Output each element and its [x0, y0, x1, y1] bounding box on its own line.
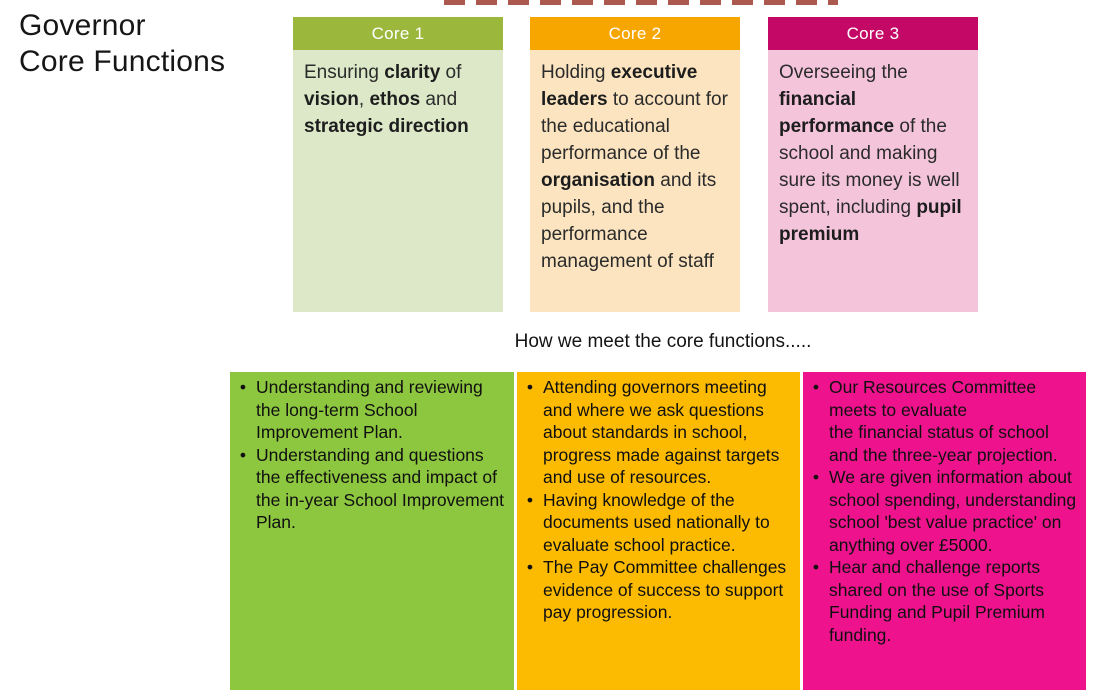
- meet-box-core3: • Our Resources Committee meets to evalua…: [803, 372, 1086, 690]
- section-subtitle: How we meet the core functions.....: [514, 331, 812, 352]
- list-item: • We are given information about school s…: [803, 466, 1086, 556]
- core-2-card: Core 2 Holding executive leaders to acco…: [530, 17, 740, 312]
- bullet-icon: •: [526, 489, 534, 510]
- core-3-body: Overseeing the financial performance of …: [768, 50, 978, 312]
- core-1-header: Core 1: [293, 17, 503, 50]
- bullet-icon: •: [526, 557, 534, 577]
- core-1-card: Core 1 Ensuring clarity of vision, ethos…: [293, 17, 503, 312]
- list-item: • Having knowledge of the documents used …: [517, 489, 800, 557]
- bullet-text: Our Resources Committee meets to evaluat…: [829, 377, 1058, 465]
- bullet-text: Attending governors meeting and where we…: [543, 377, 780, 487]
- bullet-text: The Pay Committee challenges evidence of…: [543, 557, 787, 622]
- core-3-card: Core 3 Overseeing the financial performa…: [768, 17, 978, 312]
- cropped-text-artifact: [444, 0, 838, 5]
- bullet-text: Having knowledge of the documents used n…: [543, 489, 770, 555]
- core-2-header: Core 2: [530, 17, 740, 50]
- list-item: • Understanding and reviewing the long-te…: [230, 376, 514, 444]
- list-item: • Attending governors meeting and where w…: [517, 376, 800, 489]
- list-item: • Our Resources Committee meets to evalua…: [803, 376, 1086, 466]
- list-item: • Understanding and questions the effecti…: [230, 444, 514, 534]
- page-title: Governor Core Functions: [19, 9, 226, 78]
- bullet-icon: •: [812, 377, 820, 397]
- bullet-icon: •: [812, 467, 820, 487]
- bullet-icon: •: [239, 377, 247, 397]
- bullet-icon: •: [526, 377, 534, 397]
- meet-box-core2: • Attending governors meeting and where w…: [517, 372, 800, 690]
- bullet-icon: •: [239, 444, 247, 465]
- core-2-body: Holding executive leaders to account for…: [530, 50, 740, 312]
- bullet-text: Hear and challenge reports shared on the…: [829, 557, 1045, 645]
- bullet-text: Understanding and questions the effectiv…: [256, 444, 505, 533]
- core-1-body: Ensuring clarity of vision, ethos and st…: [293, 50, 503, 312]
- bullet-text: We are given information about school sp…: [829, 467, 1077, 555]
- core-3-header: Core 3: [768, 17, 978, 50]
- bullet-icon: •: [812, 557, 820, 577]
- meet-box-core1: • Understanding and reviewing the long-te…: [230, 372, 514, 690]
- list-item: • The Pay Committee challenges evidence o…: [517, 556, 800, 624]
- list-item: • Hear and challenge reports shared on th…: [803, 556, 1086, 646]
- bullet-text: Understanding and reviewing the long-ter…: [256, 377, 483, 442]
